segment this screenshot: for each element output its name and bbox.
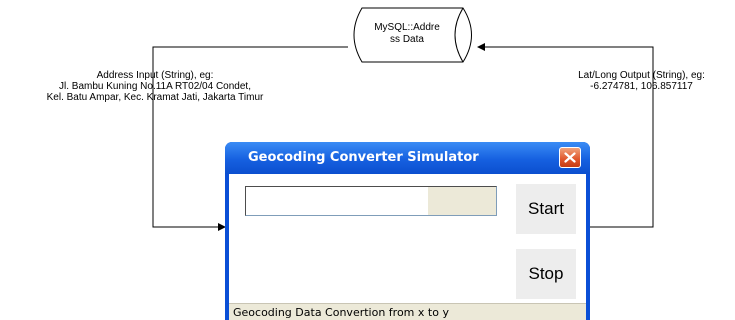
stop-button[interactable]: Stop bbox=[516, 249, 576, 299]
close-icon bbox=[564, 152, 576, 163]
address-input-label: Address Input (String), eg: Jl. Bambu Ku… bbox=[0, 70, 310, 103]
input-connector bbox=[152, 46, 348, 228]
window-titlebar[interactable]: Geocoding Converter Simulator bbox=[225, 142, 590, 174]
window-client-area: Start Stop Geocoding Data Convertion fro… bbox=[229, 174, 586, 320]
output-connector bbox=[485, 46, 654, 228]
database-label-line: ss Data bbox=[390, 34, 424, 45]
output-arrowhead bbox=[477, 43, 485, 51]
database-label: MySQL::Addre ss Data bbox=[352, 22, 462, 46]
input-arrowhead bbox=[218, 223, 226, 231]
start-button[interactable]: Start bbox=[516, 184, 576, 234]
address-example-line: Jl. Bambu Kuning No.11A RT02/04 Condet, bbox=[59, 81, 251, 92]
address-example-line: Kel. Batu Ampar, Kec. Kramat Jati, Jakar… bbox=[46, 92, 264, 103]
window-title: Geocoding Converter Simulator bbox=[248, 150, 479, 165]
address-input-field[interactable] bbox=[245, 186, 497, 216]
database-cylinder bbox=[353, 7, 472, 63]
simulator-window: Geocoding Converter Simulator Start Stop… bbox=[225, 142, 590, 320]
latlong-example-line: -6.274781, 106.857117 bbox=[590, 81, 693, 92]
input-field-shade bbox=[428, 187, 496, 215]
address-input-line: Address Input (String), eg: bbox=[96, 70, 214, 81]
status-bar: Geocoding Data Convertion from x to y bbox=[229, 303, 586, 320]
close-button[interactable] bbox=[559, 147, 581, 168]
latlong-output-label: Lat/Long Output (String), eg: -6.274781,… bbox=[548, 70, 735, 92]
latlong-output-line: Lat/Long Output (String), eg: bbox=[578, 70, 705, 81]
database-label-line: MySQL::Addre bbox=[374, 22, 440, 33]
